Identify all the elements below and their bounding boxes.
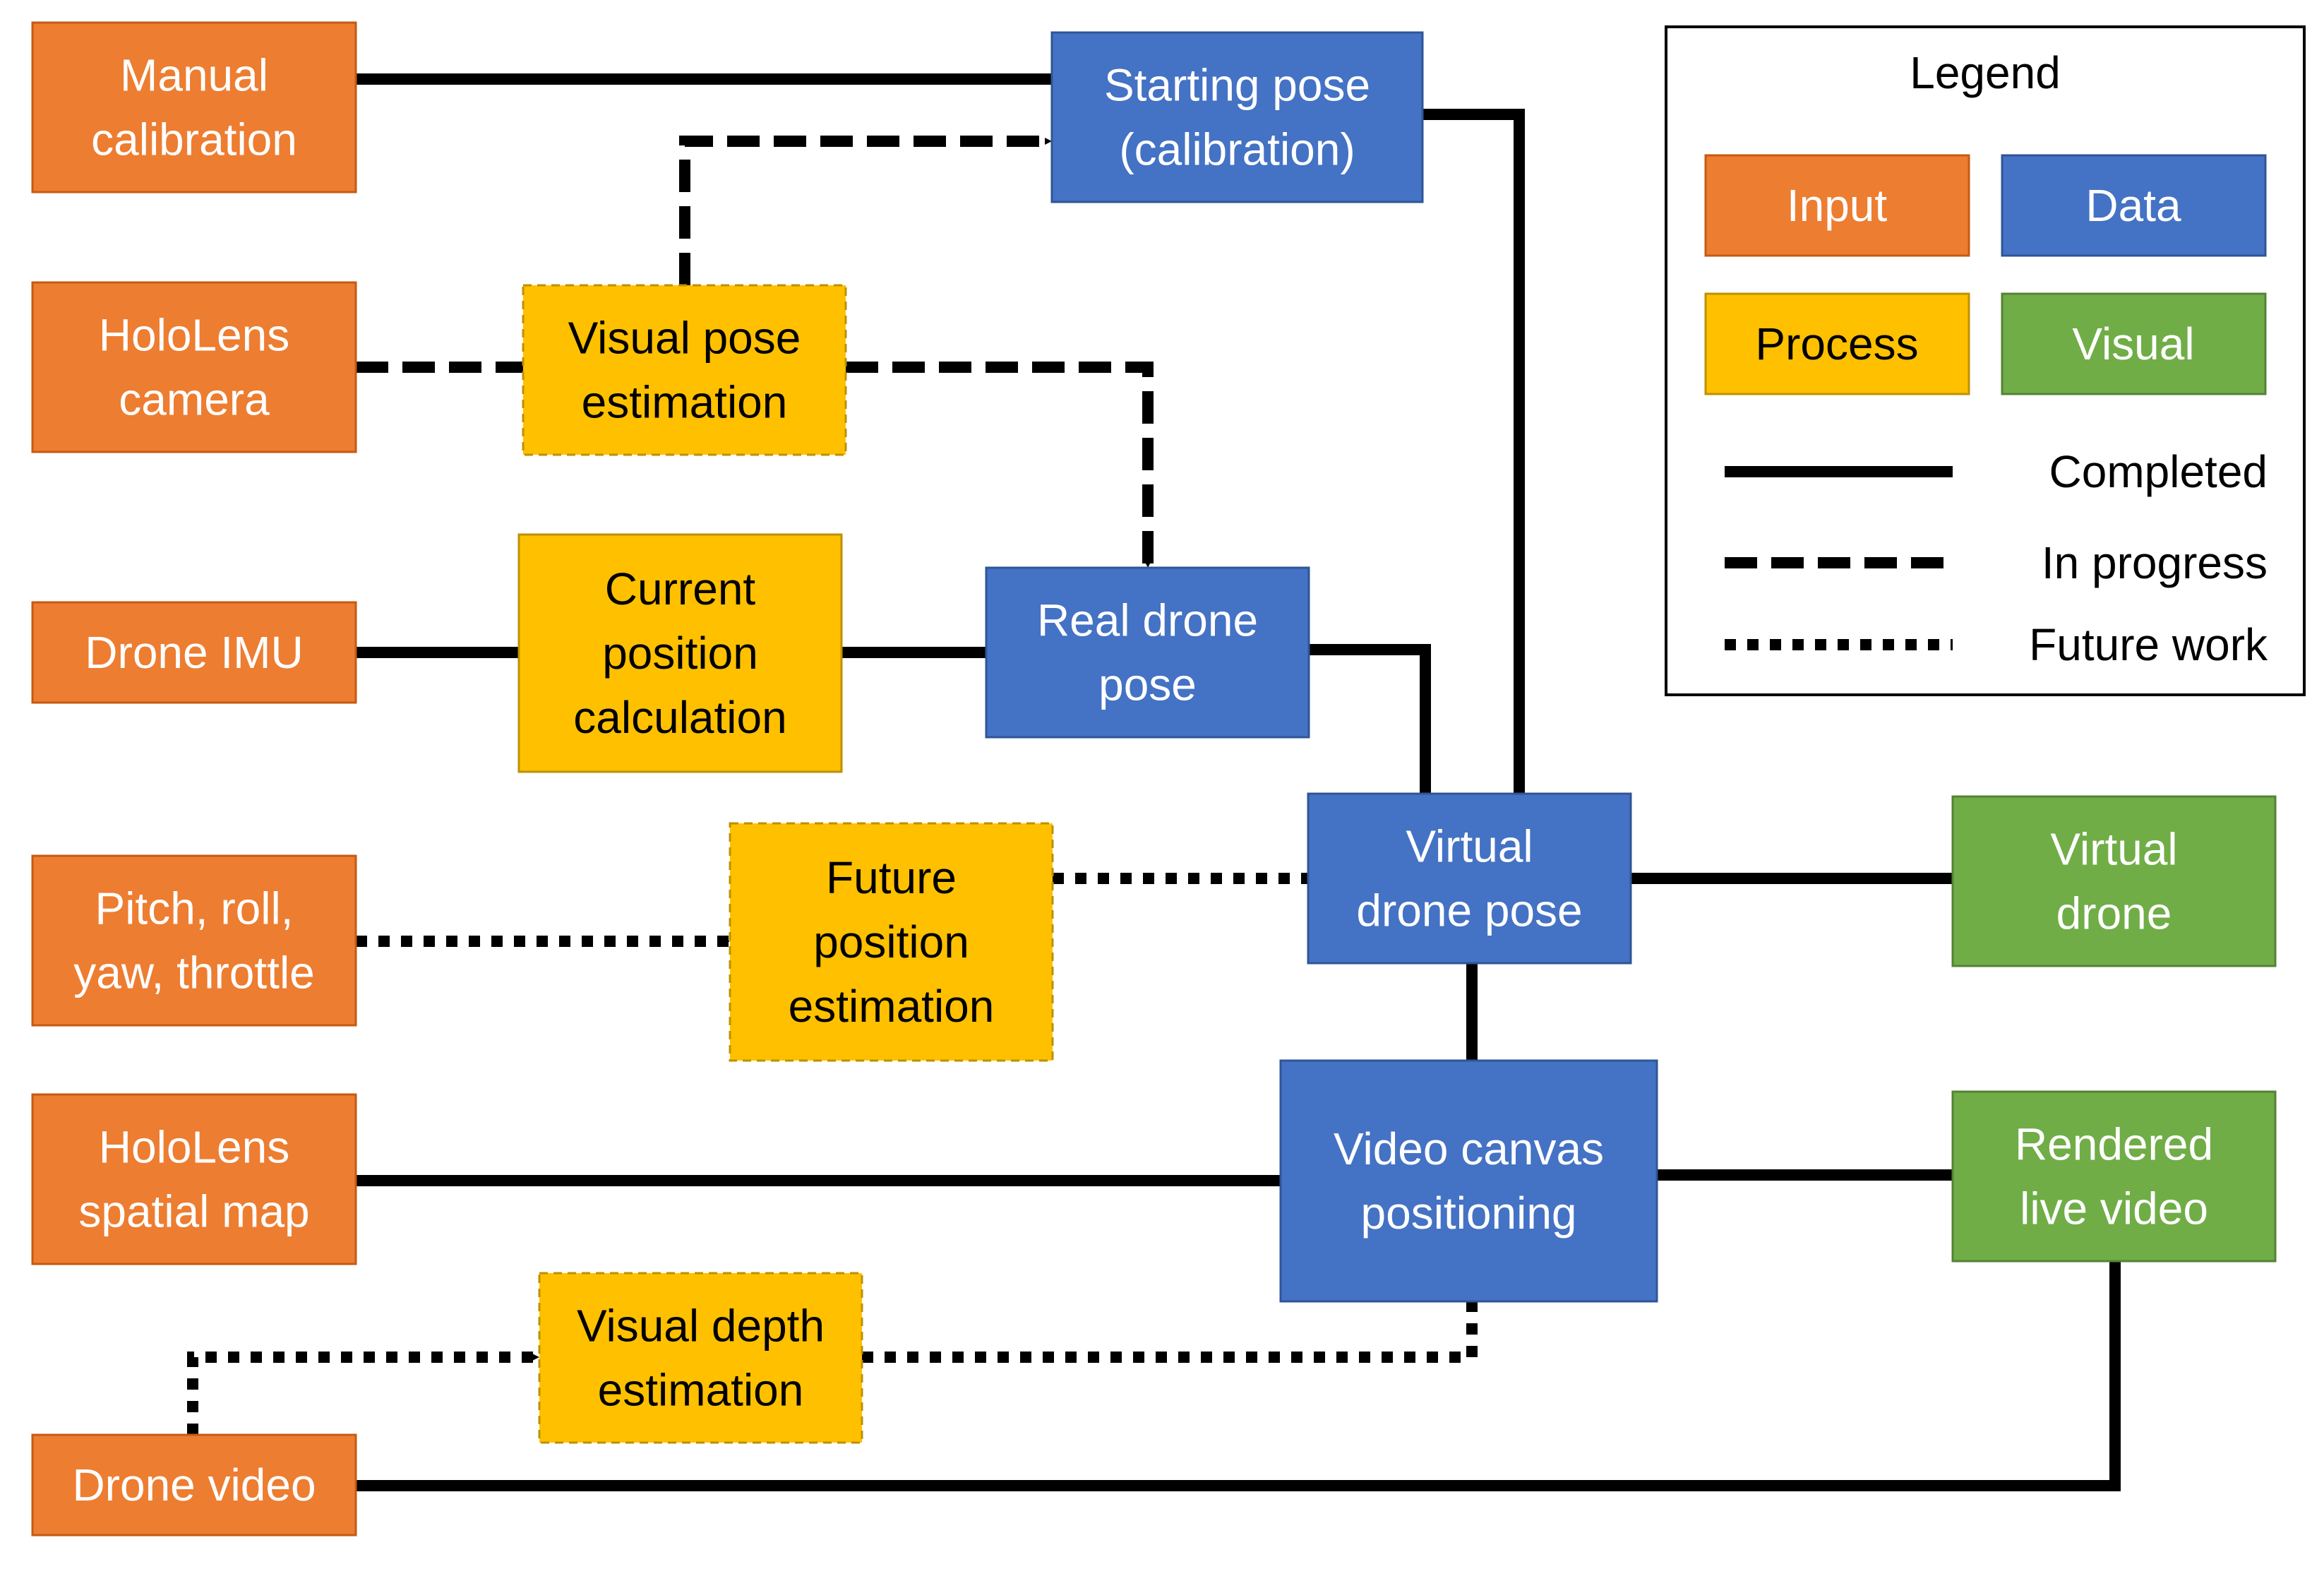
node-box (729, 822, 1054, 1062)
node-box (1050, 31, 1424, 203)
node-virtual-drone: Virtual drone (1951, 795, 2277, 967)
node-label-line: estimation (789, 981, 995, 1032)
node-box (517, 533, 843, 773)
edge-drone-video-to-rendered-live-video (356, 1261, 2121, 1491)
node-label-line: HoloLens (99, 1122, 289, 1173)
legend-swatch-process: Process (1704, 292, 1970, 395)
node-future-position-estimation: Future position estimation (729, 822, 1054, 1062)
node-label-line: Manual (120, 50, 268, 101)
legend-line-label: In progress (2042, 537, 2268, 588)
node-hololens-camera: HoloLens camera (31, 281, 357, 453)
node-label-line: Current (605, 563, 756, 614)
node-label-line: Rendered (2015, 1119, 2213, 1170)
node-drone-imu: Drone IMU (31, 601, 357, 704)
node-visual-pose-estimation: Visual pose estimation (522, 284, 847, 456)
node-label-line: Virtual (2050, 824, 2177, 875)
legend-swatch-box (1704, 154, 1970, 257)
edge-visual-depth-estimation-to-video-canvas-positioning (862, 1301, 1478, 1363)
node-label-line: Real drone (1037, 595, 1258, 646)
node-label-line: positioning (1361, 1188, 1577, 1239)
edge-starting-pose-to-virtual-drone-pose (1422, 109, 1525, 794)
node-label-line: calculation (573, 692, 786, 743)
node-current-position-calculation: Current position calculation (517, 533, 843, 773)
node-manual-calibration: Manual calibration (31, 21, 357, 193)
node-label-line: drone pose (1356, 885, 1582, 936)
node-box (985, 566, 1310, 739)
legend-swatch-box (2001, 154, 2267, 257)
node-label-line: pose (1098, 660, 1197, 710)
node-box (31, 281, 357, 453)
node-real-drone-pose: Real drone pose (985, 566, 1310, 739)
legend-line-label: Future work (2029, 619, 2268, 670)
node-box (538, 1272, 863, 1444)
legend-swatch-box (1704, 292, 1970, 395)
node-label-line: Future (826, 852, 957, 903)
node-label-line: position (813, 917, 969, 967)
legend-line-future-work: Future work (1725, 619, 2268, 670)
node-label-line: position (602, 628, 758, 679)
node-label-line: Visual depth (577, 1301, 825, 1352)
node-box (31, 601, 357, 704)
node-hololens-spatial-map: HoloLens spatial map (31, 1093, 357, 1265)
legend-swatch-label: Data (2085, 180, 2181, 231)
node-box (1279, 1059, 1658, 1303)
node-box (31, 1093, 357, 1265)
node-label-line: yaw, throttle (73, 948, 315, 998)
legend-swatch-data: Data (2001, 154, 2267, 257)
node-label-line: Starting pose (1104, 60, 1370, 111)
node-label-line: HoloLens (99, 310, 289, 361)
node-label-line: drone (2056, 888, 2172, 939)
edge-visual-pose-estimation-to-starting-pose (679, 136, 1052, 285)
node-label-line: estimation (582, 377, 788, 428)
legend-line-completed: Completed (1725, 446, 2268, 497)
legend-line-in-progress: In progress (1725, 537, 2268, 588)
node-label-line: Drone video (72, 1460, 316, 1510)
legend-swatch-label: Visual (2072, 318, 2194, 369)
legend-swatch-visual: Visual (2001, 292, 2267, 395)
node-video-canvas-positioning: Video canvas positioning (1279, 1059, 1658, 1303)
node-label-line: estimation (598, 1365, 804, 1416)
node-box (522, 284, 847, 456)
edge-real-drone-pose-to-virtual-drone-pose (1309, 644, 1431, 794)
node-drone-video: Drone video (31, 1433, 357, 1537)
edge-visual-pose-estimation-to-real-drone-pose (846, 362, 1154, 568)
node-label-line: calibration (91, 114, 297, 165)
legend-swatch-box (2001, 292, 2267, 395)
legend-swatch-label: Process (1755, 318, 1918, 369)
node-virtual-drone-pose: Virtual drone pose (1307, 792, 1632, 965)
node-box (31, 21, 357, 193)
node-label-line: Pitch, roll, (95, 883, 294, 934)
node-label-line: live video (2020, 1183, 2208, 1234)
node-rendered-live-video: Rendered live video (1951, 1090, 2277, 1263)
node-label-line: (calibration) (1119, 124, 1355, 175)
node-label-line: Drone IMU (85, 627, 303, 678)
node-visual-depth-estimation: Visual depth estimation (538, 1272, 863, 1444)
node-pitch-roll-yaw-throttle: Pitch, roll, yaw, throttle (31, 854, 357, 1027)
node-box (1307, 792, 1632, 965)
edge-drone-video-to-visual-depth-estimation (187, 1352, 539, 1435)
node-label-line: Video canvas (1334, 1123, 1604, 1174)
edges-layer (187, 73, 2121, 1491)
node-starting-pose: Starting pose (calibration) (1050, 31, 1424, 203)
legend-title: Legend (1910, 47, 2061, 98)
node-label-line: Visual pose (568, 313, 801, 364)
node-box (1951, 1090, 2277, 1263)
node-label-line: camera (119, 374, 270, 425)
legend-swatch-input: Input (1704, 154, 1970, 257)
node-box (1951, 795, 2277, 967)
node-label-line: spatial map (78, 1186, 309, 1237)
legend-swatch-label: Input (1787, 180, 1888, 231)
node-box (31, 854, 357, 1027)
node-box (31, 1433, 357, 1537)
legend-line-label: Completed (2049, 446, 2268, 497)
node-label-line: Virtual (1406, 821, 1533, 872)
